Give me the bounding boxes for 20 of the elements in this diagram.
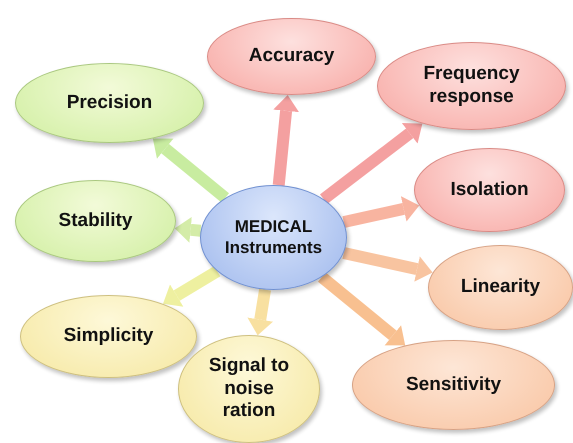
node-label: Stability	[58, 210, 132, 232]
node-label: Linearity	[460, 276, 540, 299]
node-label: Isolation	[450, 178, 529, 202]
block-arrow	[174, 216, 202, 243]
node-label: Simplicity	[64, 325, 154, 348]
node-label: Accuracy	[248, 45, 334, 68]
block-arrow	[163, 266, 220, 307]
node-label: Frequency response	[422, 63, 521, 109]
block-arrow	[318, 272, 406, 346]
ellipse-node	[200, 185, 347, 290]
node-label: Sensitivity	[406, 374, 502, 396]
block-arrow	[152, 138, 230, 203]
block-arrow	[342, 196, 420, 228]
node-label: Signal to noise ration	[208, 354, 290, 424]
block-arrow	[320, 122, 422, 204]
node-label: MEDICAL Instruments	[224, 217, 324, 258]
block-arrow	[272, 94, 300, 186]
block-arrow	[342, 247, 433, 282]
node-label: Precision	[66, 92, 152, 114]
block-arrow	[247, 288, 274, 336]
